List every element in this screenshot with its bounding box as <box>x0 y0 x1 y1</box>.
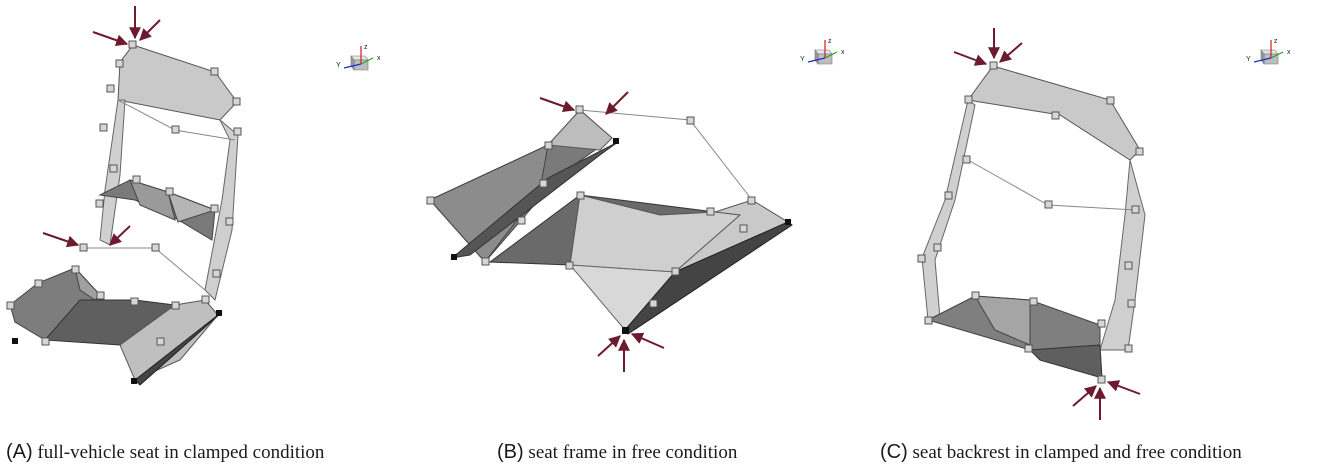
panel-b-seat-frame <box>426 105 793 335</box>
caption-panel-b: (B) seat frame in free condition <box>497 441 737 464</box>
panel-c-arrows <box>953 28 1141 420</box>
panel-c-axis-triad: z x Y <box>1246 38 1291 65</box>
axis-label-y: Y <box>336 62 341 69</box>
caption-text-b: seat frame in free condition <box>528 442 738 463</box>
axis-label-x: x <box>1287 49 1291 56</box>
caption-tag-c: (C) <box>880 441 908 463</box>
caption-text-c: seat backrest in clamped and free condit… <box>912 442 1242 463</box>
axis-label-y: Y <box>1246 56 1251 63</box>
caption-tag-b: (B) <box>497 441 524 463</box>
caption-panel-c: (C) seat backrest in clamped and free co… <box>880 441 1242 464</box>
panel-b-axis-triad: z x Y <box>800 38 845 65</box>
panel-b-arrows <box>539 91 665 372</box>
caption-panel-a: (A) full-vehicle seat in clamped conditi… <box>6 441 324 464</box>
axis-label-y: Y <box>800 56 805 63</box>
caption-text-a: full-vehicle seat in clamped condition <box>37 442 325 463</box>
panel-c-backrest <box>917 61 1146 384</box>
panel-a-axis-triad: z x Y <box>336 44 381 71</box>
panel-a-seat-model <box>6 40 242 386</box>
axis-label-x: x <box>841 49 845 56</box>
panel-a-arrows <box>42 6 161 248</box>
axis-label-z: z <box>828 38 832 45</box>
axis-label-z: z <box>364 44 368 51</box>
axis-label-x: x <box>377 55 381 62</box>
axis-label-z: z <box>1274 38 1278 45</box>
caption-tag-a: (A) <box>6 441 33 463</box>
